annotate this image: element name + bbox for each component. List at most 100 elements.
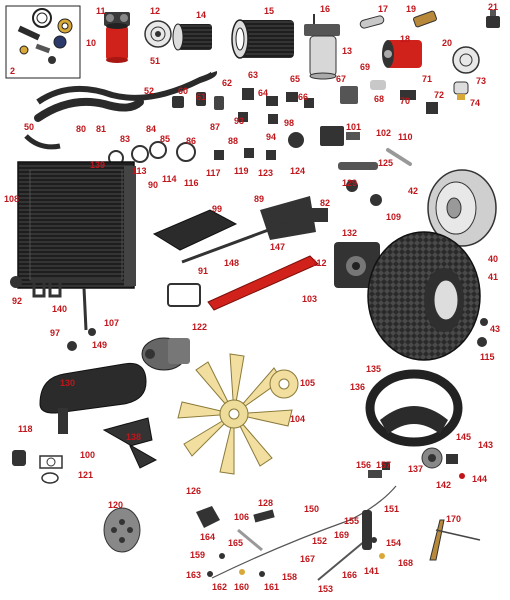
callout-130[interactable]: 130 xyxy=(60,378,76,388)
switch-assembly[interactable] xyxy=(421,447,465,479)
callout-156[interactable]: 156 xyxy=(356,460,372,470)
callout-112[interactable]: 112 xyxy=(312,258,327,268)
callout-87[interactable]: 87 xyxy=(210,122,221,132)
callout-101[interactable]: 101 xyxy=(346,122,362,132)
alternator[interactable] xyxy=(141,337,190,371)
callout-17[interactable]: 17 xyxy=(378,4,389,14)
callout-151[interactable]: 151 xyxy=(384,504,400,514)
rod-147[interactable] xyxy=(181,220,291,264)
sleeve[interactable] xyxy=(359,15,385,29)
callout-89[interactable]: 89 xyxy=(254,194,265,204)
mount-126[interactable] xyxy=(196,506,220,528)
callout-138[interactable]: 138 xyxy=(126,432,142,442)
callout-137[interactable]: 137 xyxy=(408,464,424,474)
callout-157[interactable]: 157 xyxy=(376,460,392,470)
callout-85[interactable]: 85 xyxy=(160,134,171,144)
callout-41[interactable]: 41 xyxy=(488,272,499,282)
callout-123[interactable]: 123 xyxy=(258,168,274,178)
callout-115[interactable]: 115 xyxy=(480,352,495,362)
callout-10[interactable]: 10 xyxy=(86,38,97,48)
callout-141[interactable]: 141 xyxy=(364,566,380,576)
muffler[interactable] xyxy=(39,362,147,434)
callout-72[interactable]: 72 xyxy=(434,90,445,100)
callout-150[interactable]: 150 xyxy=(304,504,320,514)
callout-166[interactable]: 166 xyxy=(342,570,358,580)
air-filter-element[interactable] xyxy=(172,23,212,51)
fuel-filter[interactable] xyxy=(304,14,340,80)
callout-81[interactable]: 81 xyxy=(96,124,107,134)
callout-129[interactable]: 129 xyxy=(342,178,358,188)
callout-121[interactable]: 121 xyxy=(78,470,94,480)
inset-kit[interactable] xyxy=(5,5,81,79)
callout-143[interactable]: 143 xyxy=(478,440,494,450)
lever-170[interactable] xyxy=(429,519,481,561)
callout-118[interactable]: 118 xyxy=(18,424,33,434)
callout-74[interactable]: 74 xyxy=(470,98,481,108)
callout-158[interactable]: 158 xyxy=(282,572,298,582)
brace-89[interactable] xyxy=(260,196,316,240)
callout-163[interactable]: 163 xyxy=(186,570,202,580)
fittings-cluster[interactable] xyxy=(172,80,438,124)
callout-147[interactable]: 147 xyxy=(270,242,286,252)
callout-125[interactable]: 125 xyxy=(378,158,394,168)
callout-19[interactable]: 19 xyxy=(406,4,417,14)
callout-21[interactable]: 21 xyxy=(488,2,499,12)
callout-52[interactable]: 52 xyxy=(144,86,155,96)
callout-66[interactable]: 66 xyxy=(298,92,309,102)
red-bracket-148[interactable] xyxy=(207,255,319,311)
callout-152[interactable]: 152 xyxy=(312,536,328,546)
callout-70[interactable]: 70 xyxy=(400,96,411,106)
callout-109[interactable]: 109 xyxy=(386,212,402,222)
callout-149[interactable]: 149 xyxy=(92,340,108,350)
fasteners-bottom[interactable] xyxy=(207,537,385,577)
callout-91[interactable]: 91 xyxy=(198,266,209,276)
callout-103[interactable]: 103 xyxy=(302,294,318,304)
callout-63[interactable]: 63 xyxy=(248,70,259,80)
callout-42[interactable]: 42 xyxy=(408,186,419,196)
radiator[interactable] xyxy=(17,161,136,289)
callout-97[interactable]: 97 xyxy=(50,328,61,338)
coolant-hose-52[interactable] xyxy=(34,97,144,122)
callout-84[interactable]: 84 xyxy=(146,124,157,134)
gasket-91[interactable] xyxy=(167,283,201,307)
wheel-rim[interactable] xyxy=(427,169,497,247)
callout-108[interactable]: 108 xyxy=(4,194,20,204)
rod-106[interactable] xyxy=(237,528,263,552)
oil-filter[interactable] xyxy=(104,12,130,63)
callout-82[interactable]: 82 xyxy=(320,198,331,208)
callout-120[interactable]: 120 xyxy=(108,500,124,510)
callout-43[interactable]: 43 xyxy=(490,324,501,334)
callout-153[interactable]: 153 xyxy=(318,584,334,594)
fastener-97[interactable] xyxy=(67,328,96,351)
coolant-hose-50[interactable] xyxy=(36,71,218,105)
callout-116[interactable]: 116 xyxy=(184,178,199,188)
cap-73[interactable] xyxy=(453,81,469,100)
callout-60[interactable]: 60 xyxy=(178,86,189,96)
shroud-147[interactable] xyxy=(152,209,238,251)
hose-50-left[interactable] xyxy=(24,134,61,150)
callout-169[interactable]: 169 xyxy=(334,530,350,540)
temp-sender[interactable] xyxy=(413,10,437,28)
callout-114[interactable]: 114 xyxy=(162,174,177,184)
callout-18[interactable]: 18 xyxy=(400,34,411,44)
air-filter-housing[interactable] xyxy=(231,19,294,59)
callout-104[interactable]: 104 xyxy=(290,414,306,424)
callout-168[interactable]: 168 xyxy=(398,558,414,568)
callout-160[interactable]: 160 xyxy=(234,582,250,592)
exhaust-gasket[interactable] xyxy=(39,455,63,484)
callout-140[interactable]: 140 xyxy=(52,304,68,314)
steering-wheel[interactable] xyxy=(365,369,463,447)
callout-12[interactable]: 12 xyxy=(150,6,161,16)
callout-142[interactable]: 142 xyxy=(436,480,452,490)
callout-128[interactable]: 128 xyxy=(258,498,274,508)
callout-126[interactable]: 126 xyxy=(186,486,202,496)
callout-161[interactable]: 161 xyxy=(264,582,280,592)
throttle-cable[interactable] xyxy=(211,485,397,581)
actuator[interactable] xyxy=(320,126,360,146)
callout-73[interactable]: 73 xyxy=(476,76,487,86)
callout-122[interactable]: 122 xyxy=(192,322,208,332)
callout-117[interactable]: 117 xyxy=(206,168,221,178)
callout-99[interactable]: 99 xyxy=(212,204,223,214)
callout-20[interactable]: 20 xyxy=(442,38,453,48)
callout-124[interactable]: 124 xyxy=(290,166,306,176)
